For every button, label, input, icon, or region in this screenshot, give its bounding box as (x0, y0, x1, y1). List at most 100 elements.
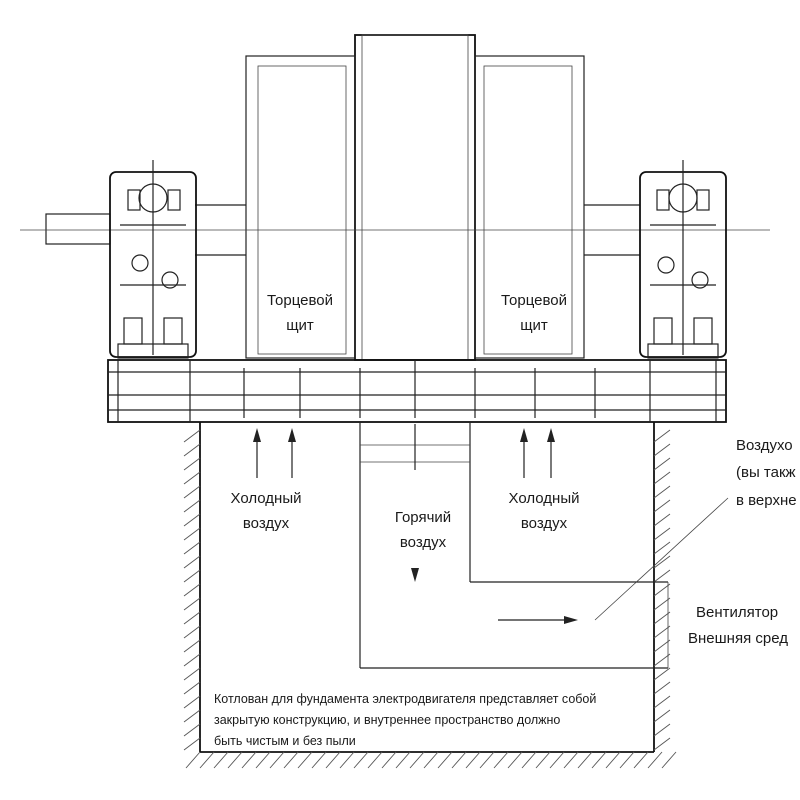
hatch-line (521, 751, 537, 769)
end-shield-right-label-2: щит (520, 317, 548, 334)
foundation-pit (183, 422, 677, 769)
note-line-3: быть чистым и без пыли (214, 734, 356, 748)
hatch-line (283, 751, 299, 769)
hatch-line (563, 751, 579, 769)
labels: Торцевой щит Торцевой щит Холодный возду… (214, 292, 797, 748)
cold-air-right-label-1: Холодный (509, 490, 580, 507)
hot-air-label-2: воздух (400, 534, 447, 551)
hatch-line (183, 597, 201, 611)
hatch-line (653, 457, 671, 471)
arrow-up-icon (520, 428, 528, 442)
hatch-line (653, 569, 671, 583)
hatch-line (409, 751, 425, 769)
hatch-line (183, 443, 201, 457)
hatch-line (185, 751, 201, 769)
hatch-line (577, 751, 593, 769)
hatch-line (653, 653, 671, 667)
cold-air-left-label-1: Холодный (231, 490, 302, 507)
hatch-line (183, 611, 201, 625)
arrow-up-icon (547, 428, 555, 442)
hatch-line (297, 751, 313, 769)
hatch-line (183, 737, 201, 751)
hatch-line (183, 653, 201, 667)
hatch-line (653, 513, 671, 527)
motor-body (245, 34, 585, 361)
hatch-line (653, 667, 671, 681)
hatch-line (381, 751, 397, 769)
arrow-up-icon (253, 428, 261, 442)
hatch-line (199, 751, 215, 769)
hatch-line (653, 639, 671, 653)
hatch-line (465, 751, 481, 769)
hatch-line (437, 751, 453, 769)
hatch-line (227, 751, 243, 769)
hatch-line (653, 709, 671, 723)
air-duct-callout-3: в верхне (736, 492, 797, 509)
hot-air-duct (359, 422, 669, 669)
hatch-line (653, 527, 671, 541)
hatch-line (183, 695, 201, 709)
hatch-line (213, 751, 229, 769)
hatch-line (653, 485, 671, 499)
note-line-1: Котлован для фундамента электродвигателя… (214, 692, 596, 706)
end-shield-right-label-1: Торцевой (501, 292, 567, 309)
hatch-line (535, 751, 551, 769)
hatch-line (661, 751, 677, 769)
hatch-line (183, 485, 201, 499)
hatch-line (183, 429, 201, 443)
fan-label: Вентилятор (696, 604, 778, 621)
hatch-line (653, 695, 671, 709)
hatch-line (183, 555, 201, 569)
hatch-line (183, 639, 201, 653)
hatch-line (183, 569, 201, 583)
hatch-line (255, 751, 271, 769)
arrow-up-icon (288, 428, 296, 442)
hatch-line (653, 583, 671, 597)
hatch-line (653, 723, 671, 737)
hatch-line (653, 597, 671, 611)
hatch-line (183, 541, 201, 555)
hatch-line (183, 471, 201, 485)
hot-air-label-1: Горячий (395, 509, 451, 526)
hatch-line (183, 667, 201, 681)
hatch-line (311, 751, 327, 769)
hatch-line (653, 541, 671, 555)
hatch-line (269, 751, 285, 769)
hatch-line (241, 751, 257, 769)
airflow-arrows (253, 424, 729, 624)
end-shield-left-label-1: Торцевой (267, 292, 333, 309)
end-shield-left-label-2: щит (286, 317, 314, 334)
cold-air-left-label-2: воздух (243, 515, 290, 532)
hatch-line (591, 751, 607, 769)
left-bearing-pedestal (109, 160, 197, 359)
air-duct-callout-2: (вы такж (736, 464, 796, 481)
note-line-2: закрытую конструкцию, и внутреннее прост… (214, 713, 560, 727)
air-duct-callout-1: Воздухо (736, 437, 793, 454)
hatch-line (653, 737, 671, 751)
hatch-line (653, 471, 671, 485)
hatch-line (395, 751, 411, 769)
hatch-line (605, 751, 621, 769)
hatch-line (653, 681, 671, 695)
hatch-line (183, 583, 201, 597)
hatch-line (183, 723, 201, 737)
hatch-line (183, 527, 201, 541)
hatch-line (549, 751, 565, 769)
hatch-line (653, 429, 671, 443)
hatch-line (353, 751, 369, 769)
hatch-line (183, 513, 201, 527)
shaft (20, 204, 770, 256)
base-frame (107, 359, 727, 423)
hatch-line (451, 751, 467, 769)
hatch-line (339, 751, 355, 769)
hatch-line (653, 611, 671, 625)
hatch-line (479, 751, 495, 769)
hatch-line (493, 751, 509, 769)
hatch-line (423, 751, 439, 769)
right-bearing-pedestal (639, 160, 727, 359)
hatch-line (619, 751, 635, 769)
arrow-down-icon (411, 568, 419, 582)
hatch-line (325, 751, 341, 769)
hatch-line (183, 457, 201, 471)
